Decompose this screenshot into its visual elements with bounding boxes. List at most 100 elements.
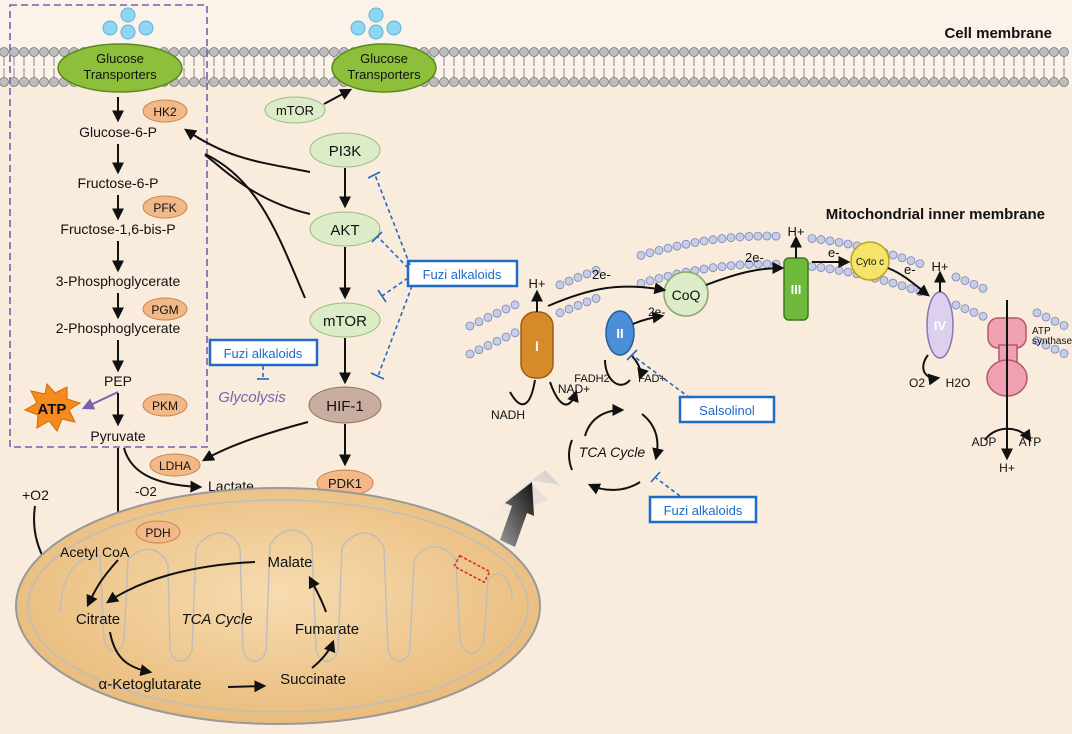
svg-text:II: II <box>616 326 623 341</box>
inhibitor-fuzi-signaling: Fuzi alkaloids <box>406 259 519 288</box>
svg-text:PKM: PKM <box>152 399 178 413</box>
svg-text:H+: H+ <box>529 276 546 291</box>
metabolite-fumarate: Fumarate <box>295 621 359 638</box>
etc-labels: H+ 2e- 2e- 2e- H+ e- e- H+ NADH NAD+ FAD… <box>491 224 1041 475</box>
svg-text:ADP: ADP <box>972 435 997 449</box>
tca-metabolites: Malate Citrate α-Ketoglutarate Succinate… <box>76 554 359 693</box>
svg-text:O2: O2 <box>909 376 925 390</box>
mitochondrion <box>15 487 541 725</box>
cell-membrane-label: Cell membrane <box>944 25 1052 42</box>
svg-text:Transporters: Transporters <box>347 67 421 82</box>
svg-text:Fuzi alkaloids: Fuzi alkaloids <box>664 503 743 518</box>
zoom-arrow <box>500 482 534 547</box>
complex-iv: IV <box>926 291 954 359</box>
signal-mtor: mTOR <box>309 302 381 338</box>
etc-arrows <box>509 235 1032 461</box>
complex-i: I <box>520 311 554 379</box>
inhibitor-salsolinol: Salsolinol <box>626 349 776 424</box>
svg-text:LDHA: LDHA <box>159 459 191 473</box>
inhibitor-fuzi-glycolysis: Fuzi alkaloids Glycolysis <box>208 338 319 406</box>
enzyme-pdh: PDH <box>135 520 181 544</box>
pyruvate-to-lactate-arrow <box>123 447 203 493</box>
signal-mtor-small: mTOR <box>264 96 326 124</box>
tca-cycle-small: TCA Cycle <box>568 404 664 495</box>
inhibitor-fuzi-tca: Fuzi alkaloids <box>648 471 758 524</box>
metabolite-2-phosphoglycerate: 2-Phosphoglycerate <box>56 320 181 336</box>
enzyme-pgm: PGM <box>142 297 188 321</box>
signal-pi3k: PI3K <box>309 132 381 168</box>
acetyl-coa-label: Acetyl CoA <box>60 544 130 560</box>
complex-iii: III <box>783 257 809 321</box>
svg-text:Salsolinol: Salsolinol <box>699 403 755 418</box>
metabolite-fructose-bis-p: Fructose-1,6-bis-P <box>60 221 175 237</box>
svg-text:IV: IV <box>934 318 947 333</box>
svg-text:PDK1: PDK1 <box>328 476 362 491</box>
glucose-transporter-left: Glucose Transporters <box>57 43 183 93</box>
complex-cytoc: Cyto c <box>850 241 890 281</box>
svg-text:NADH: NADH <box>491 408 525 422</box>
glycolysis-metabolites: Glucose-6-P Fructose-6-P Fructose-1,6-bi… <box>56 124 181 444</box>
atp-arrow <box>81 391 119 410</box>
svg-text:AKT: AKT <box>330 222 359 239</box>
svg-text:NAD+: NAD+ <box>558 382 590 396</box>
glucose-transporter-right: Glucose Transporters <box>331 43 437 93</box>
svg-text:H+: H+ <box>932 259 949 274</box>
tca-arrows <box>86 559 336 693</box>
svg-text:Fuzi alkaloids: Fuzi alkaloids <box>224 346 303 361</box>
svg-text:synthase: synthase <box>1032 336 1072 347</box>
metabolite-alpha-ketoglutarate: α-Ketoglutarate <box>99 676 202 693</box>
svg-text:HK2: HK2 <box>153 105 177 119</box>
svg-text:PDH: PDH <box>145 526 170 540</box>
svg-text:TCA Cycle: TCA Cycle <box>579 444 646 460</box>
glycolysis-label: Glycolysis <box>218 389 286 406</box>
svg-text:2e-: 2e- <box>592 267 611 282</box>
svg-text:mTOR: mTOR <box>323 313 367 330</box>
atp-starburst: ATP <box>23 382 82 432</box>
mito-membrane-label: Mitochondrial inner membrane <box>826 206 1045 223</box>
svg-text:PI3K: PI3K <box>329 143 362 160</box>
metabolite-citrate: Citrate <box>76 611 120 628</box>
svg-text:H+: H+ <box>788 224 805 239</box>
svg-text:ATP: ATP <box>1032 326 1051 337</box>
svg-text:H+: H+ <box>999 461 1015 475</box>
svg-text:2e-: 2e- <box>745 250 764 265</box>
svg-text:Glucose: Glucose <box>360 51 408 66</box>
complex-coq: CoQ <box>663 271 709 317</box>
metabolite-3-phosphoglycerate: 3-Phosphoglycerate <box>56 273 181 289</box>
svg-text:e-: e- <box>904 262 916 277</box>
enzyme-pfk: PFK <box>142 195 188 219</box>
svg-text:FAD+: FAD+ <box>638 373 666 385</box>
svg-text:PFK: PFK <box>153 201 176 215</box>
svg-text:ATP: ATP <box>1019 435 1041 449</box>
svg-text:Fuzi alkaloids: Fuzi alkaloids <box>423 267 502 282</box>
svg-text:ATP: ATP <box>38 401 67 418</box>
svg-text:CoQ: CoQ <box>672 287 701 303</box>
glycolysis-box <box>9 4 208 448</box>
minus-o2-label: -O2 <box>135 484 157 499</box>
svg-text:HIF-1: HIF-1 <box>326 398 364 415</box>
svg-text:mTOR: mTOR <box>276 103 314 118</box>
metabolite-pyruvate: Pyruvate <box>90 428 145 444</box>
metabolite-malate: Malate <box>267 554 312 571</box>
svg-text:2e-: 2e- <box>648 305 665 319</box>
svg-text:PGM: PGM <box>151 303 178 317</box>
fuzi-inhibition-lines <box>367 171 413 380</box>
svg-text:III: III <box>791 282 802 297</box>
tca-cycle-title: TCA Cycle <box>181 611 252 628</box>
complex-ii: II <box>605 310 635 356</box>
svg-text:e-: e- <box>828 245 840 260</box>
svg-text:Cyto c: Cyto c <box>856 257 884 268</box>
metabolite-fructose-6-p: Fructose-6-P <box>78 175 159 191</box>
signaling-arrows <box>184 128 351 526</box>
metabolite-pep: PEP <box>104 373 132 389</box>
mtor-to-transporter-arrow <box>323 88 353 105</box>
svg-text:I: I <box>535 338 539 354</box>
plus-o2-label: +O2 <box>22 487 49 503</box>
glucose-molecules-left <box>102 7 154 40</box>
signal-hif1: HIF-1 <box>308 386 382 424</box>
signal-akt: AKT <box>309 211 381 247</box>
metabolite-glucose-6-p: Glucose-6-P <box>79 124 157 140</box>
svg-text:FADH2: FADH2 <box>574 373 609 385</box>
svg-text:Transporters: Transporters <box>83 67 157 82</box>
